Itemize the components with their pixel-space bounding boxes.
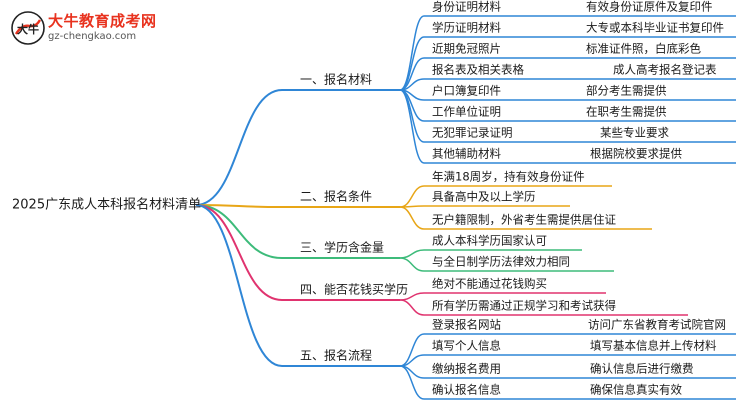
branch-edge (195, 204, 283, 367)
mind-map-edges (195, 15, 736, 400)
leaf-detail: 访问广东省教育考试院官网 (588, 318, 726, 332)
leaf-edge (399, 249, 425, 259)
logo-title: 大牛教育成考网 (48, 12, 157, 30)
leaf-label: 近期免冠照片 (432, 42, 501, 56)
leaf-edge (399, 299, 425, 316)
leaf-label: 学历证明材料 (432, 21, 501, 35)
leaf-label: 无犯罪记录证明 (432, 126, 513, 140)
leaf-label: 其他辅助材料 (432, 147, 501, 161)
leaf-detail: 确认信息后进行缴费 (590, 362, 694, 376)
leaf-edge (399, 257, 425, 272)
branch-label: 五、报名流程 (300, 348, 372, 363)
root-node-label: 2025广东成人本科报名材料清单 (12, 197, 201, 213)
branch-edge (195, 89, 283, 206)
leaf-label: 年满18周岁，持有效身份证件 (432, 170, 585, 184)
branch-edge (195, 204, 283, 301)
logo-mark-icon: 大牛 (11, 11, 45, 45)
leaf-label: 绝对不能通过花钱购买 (432, 277, 547, 291)
branch-label: 四、能否花钱买学历 (300, 282, 408, 297)
leaf-label: 确认报名信息 (432, 383, 501, 397)
leaf-label: 缴纳报名费用 (432, 362, 501, 376)
leaf-detail: 有效身份证原件及复印件 (586, 0, 713, 14)
leaf-detail: 某些专业要求 (600, 126, 669, 140)
leaf-edge (399, 89, 425, 143)
leaf-detail: 在职考生需提供 (586, 105, 667, 119)
leaf-edge (399, 206, 425, 230)
leaf-label: 填写个人信息 (432, 339, 501, 353)
leaf-label: 具备高中及以上学历 (432, 190, 536, 204)
leaf-detail: 部分考生需提供 (586, 84, 667, 98)
logo-mark-text: 大牛 (17, 22, 39, 36)
leaf-edge (399, 365, 425, 400)
branch-edge (195, 204, 283, 208)
leaf-detail: 填写基本信息并上传材料 (590, 339, 717, 353)
leaf-label: 工作单位证明 (432, 105, 501, 119)
leaf-detail: 标准证件照，白底彩色 (586, 42, 701, 56)
mind-map-nodes: 2025广东成人本科报名材料清单 一、报名材料 身份证明材料 有效身份证原件及复印件学… (12, 0, 726, 397)
leaf-edge (399, 185, 425, 208)
leaf-label: 无户籍限制，外省考生需提供居住证 (432, 213, 616, 227)
leaf-detail: 成人高考报名登记表 (613, 63, 717, 77)
leaf-detail: 大专或本科毕业证书复印件 (586, 21, 724, 35)
logo-url: gz-chengkao.com (48, 31, 137, 42)
branch-edge (195, 204, 283, 259)
site-logo: 大牛 大牛教育成考网 gz-chengkao.com (6, 4, 176, 52)
leaf-detail: 确保信息真实有效 (590, 383, 682, 397)
leaf-edge (399, 36, 425, 91)
leaf-edge (399, 89, 425, 164)
leaf-label: 成人本科学历国家认可 (432, 234, 547, 248)
leaf-label: 身份证明材料 (432, 0, 501, 14)
leaf-detail: 根据院校要求提供 (590, 147, 682, 161)
branch-label: 三、学历含金量 (300, 240, 384, 255)
branch-label: 二、报名条件 (300, 189, 372, 204)
leaf-label: 登录报名网站 (432, 318, 501, 332)
leaf-label: 与全日制学历法律效力相同 (432, 255, 570, 269)
leaf-label: 所有学历需通过正规学习和考试获得 (432, 299, 616, 313)
leaf-label: 户口簿复印件 (432, 84, 501, 98)
branch-label: 一、报名材料 (300, 72, 372, 87)
leaf-label: 报名表及相关表格 (432, 63, 524, 77)
